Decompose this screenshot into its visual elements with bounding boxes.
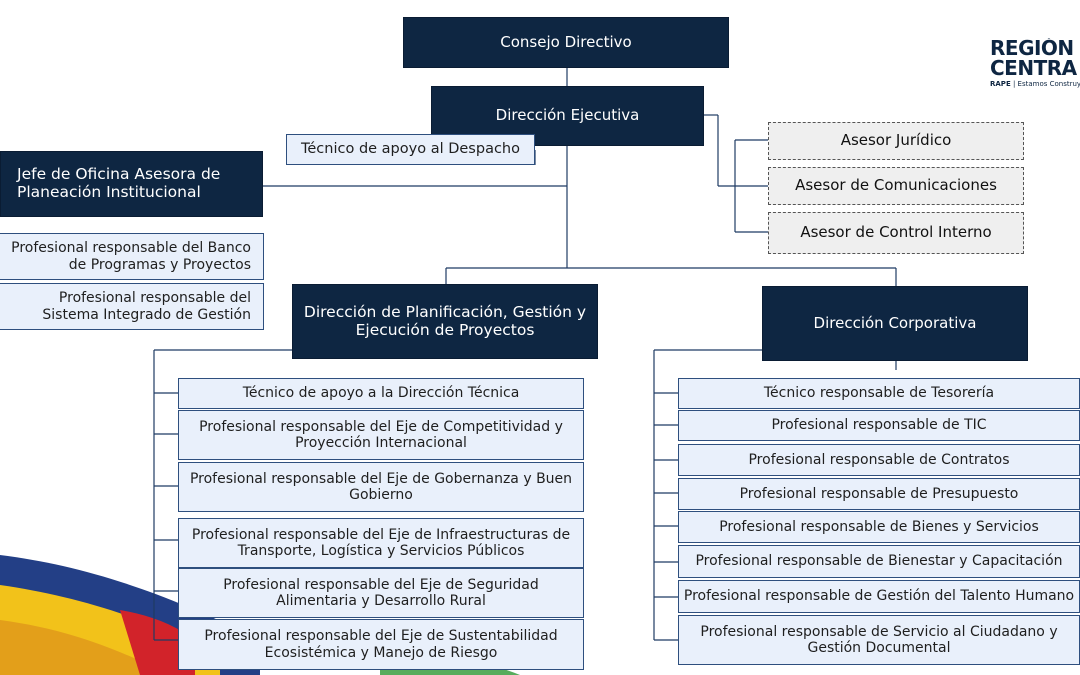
corporativa-item: Profesional responsable de Gestión del T… [678, 580, 1080, 613]
corporativa-item: Profesional responsable de Bienes y Serv… [678, 511, 1080, 543]
planificacion-item: Profesional responsable del Eje de Compe… [178, 410, 584, 460]
corporativa-item: Profesional responsable de Contratos [678, 444, 1080, 476]
node-direccion-corporativa: Dirección Corporativa [762, 286, 1028, 361]
region-central-logo: REGIÓN CENTRA RAPE | Estamos Construyend… [990, 38, 1080, 92]
planificacion-item: Técnico de apoyo a la Dirección Técnica [178, 378, 584, 409]
logo-line-1: REGIÓN [990, 38, 1074, 60]
corporativa-item: Profesional responsable de Bienestar y C… [678, 545, 1080, 578]
node-asesor-juridico: Asesor Jurídico [768, 122, 1024, 160]
node-asesor-control-interno: Asesor de Control Interno [768, 212, 1024, 254]
node-tecnico-despacho: Técnico de apoyo al Despacho [286, 134, 535, 165]
corporativa-item: Técnico responsable de Tesorería [678, 378, 1080, 409]
logo-line-2: CENTRA [990, 56, 1077, 80]
planificacion-item: Profesional responsable del Eje de Infra… [178, 518, 584, 568]
corporativa-item: Profesional responsable de Presupuesto [678, 478, 1080, 510]
corporativa-item: Profesional responsable de Servicio al C… [678, 615, 1080, 665]
node-direccion-planificacion: Dirección de Planificación, Gestión y Ej… [292, 284, 598, 359]
node-jefe-planeacion: Jefe de Oficina Asesora de Planeación In… [0, 151, 263, 217]
node-prof-banco: Profesional responsable del Banco de Pro… [0, 233, 264, 280]
node-asesor-comunicaciones: Asesor de Comunicaciones [768, 167, 1024, 205]
corporativa-item: Profesional responsable de TIC [678, 410, 1080, 441]
node-prof-sistema: Profesional responsable del Sistema Inte… [0, 283, 264, 330]
planificacion-item: Profesional responsable del Eje de Suste… [178, 619, 584, 670]
logo-tagline: RAPE | Estamos Construyendo [990, 80, 1080, 88]
planificacion-item: Profesional responsable del Eje de Segur… [178, 568, 584, 618]
planificacion-item: Profesional responsable del Eje de Gober… [178, 462, 584, 512]
node-consejo-directivo: Consejo Directivo [403, 17, 729, 68]
